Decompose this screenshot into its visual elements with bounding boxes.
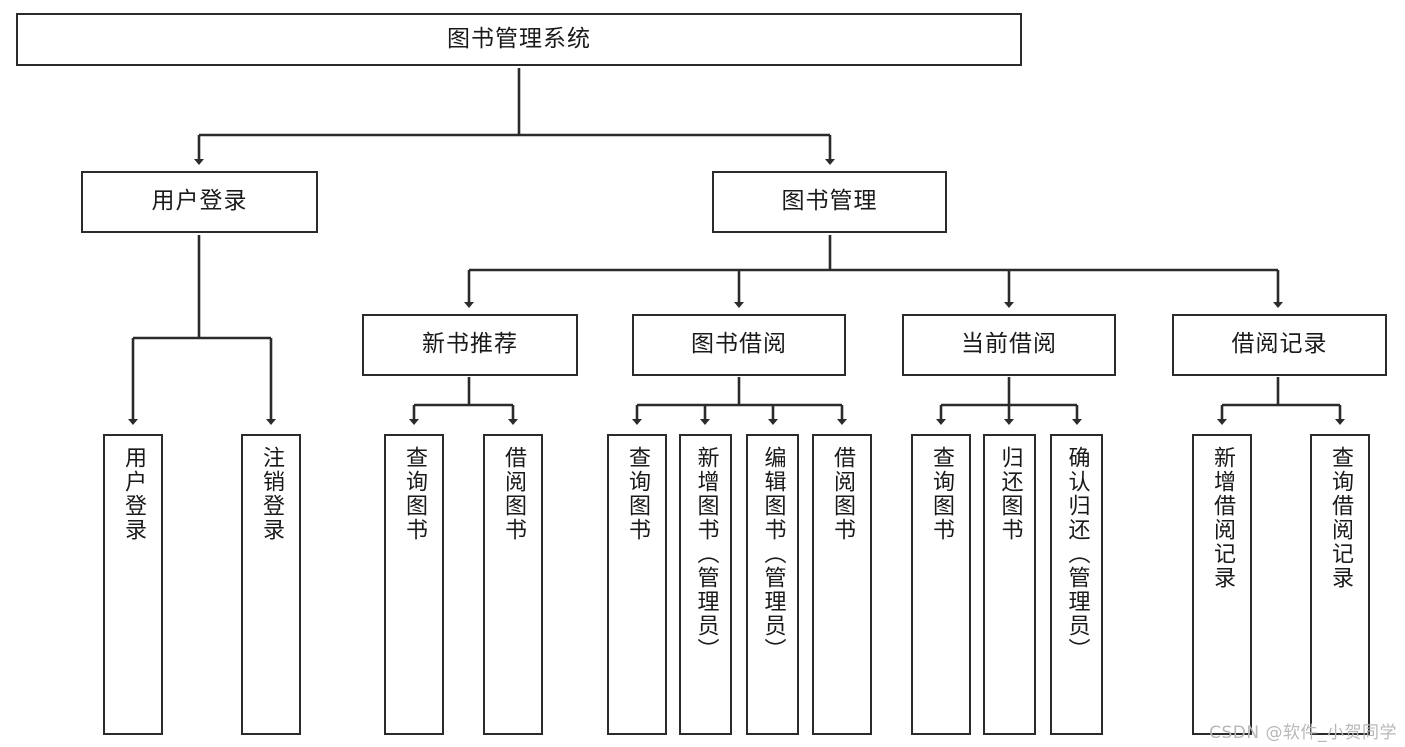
node-user-login-label: 用户登录 (151, 188, 248, 215)
leaf-query-book-current-label: 查询图书 (928, 446, 954, 542)
leaf-logout[interactable]: 注销登录 (241, 434, 301, 735)
leaf-confirm-return-admin[interactable]: 确认归还（管理员） (1050, 434, 1103, 735)
node-new-book-recommend[interactable]: 新书推荐 (362, 314, 578, 376)
leaf-user-login-label: 用户登录 (120, 446, 146, 542)
node-book-management[interactable]: 图书管理 (712, 171, 947, 233)
node-current-borrow[interactable]: 当前借阅 (902, 314, 1116, 376)
node-new-book-recommend-label: 新书推荐 (422, 331, 518, 358)
leaf-query-book-recommend-label: 查询图书 (401, 446, 427, 542)
leaf-query-book-borrow[interactable]: 查询图书 (607, 434, 667, 735)
leaf-query-book-borrow-label: 查询图书 (624, 446, 650, 542)
leaf-query-book-recommend[interactable]: 查询图书 (384, 434, 444, 735)
leaf-edit-book-admin[interactable]: 编辑图书（管理员） (746, 434, 799, 735)
leaf-confirm-return-admin-label: 确认归还（管理员） (1064, 446, 1090, 662)
node-book-borrow[interactable]: 图书借阅 (632, 314, 846, 376)
leaf-add-book-admin-label: 新增图书（管理员） (693, 446, 719, 662)
leaf-query-book-current[interactable]: 查询图书 (911, 434, 971, 735)
node-borrow-records[interactable]: 借阅记录 (1172, 314, 1387, 376)
leaf-query-borrow-record-label: 查询借阅记录 (1327, 446, 1353, 590)
leaf-borrow-book-recommend-label: 借阅图书 (500, 446, 526, 542)
leaf-logout-label: 注销登录 (258, 446, 284, 542)
node-root-label: 图书管理系统 (447, 25, 591, 52)
leaf-add-book-admin[interactable]: 新增图书（管理员） (679, 434, 732, 735)
watermark-text: CSDN @软件_小贺同学 (1209, 723, 1397, 743)
node-user-login[interactable]: 用户登录 (81, 171, 318, 233)
leaf-add-borrow-record-label: 新增借阅记录 (1209, 446, 1235, 590)
node-current-borrow-label: 当前借阅 (961, 331, 1057, 358)
node-book-management-label: 图书管理 (781, 188, 878, 215)
leaf-borrow-book-recommend[interactable]: 借阅图书 (483, 434, 543, 735)
leaf-borrow-book[interactable]: 借阅图书 (812, 434, 872, 735)
leaf-borrow-book-label: 借阅图书 (829, 446, 855, 542)
leaf-add-borrow-record[interactable]: 新增借阅记录 (1192, 434, 1252, 735)
node-borrow-records-label: 借阅记录 (1231, 331, 1328, 358)
leaf-edit-book-admin-label: 编辑图书（管理员） (760, 446, 786, 662)
node-root[interactable]: 图书管理系统 (16, 13, 1022, 66)
leaf-user-login[interactable]: 用户登录 (103, 434, 163, 735)
leaf-return-book-label: 归还图书 (997, 446, 1023, 542)
leaf-return-book[interactable]: 归还图书 (983, 434, 1036, 735)
node-book-borrow-label: 图书借阅 (691, 331, 787, 358)
leaf-query-borrow-record[interactable]: 查询借阅记录 (1310, 434, 1370, 735)
